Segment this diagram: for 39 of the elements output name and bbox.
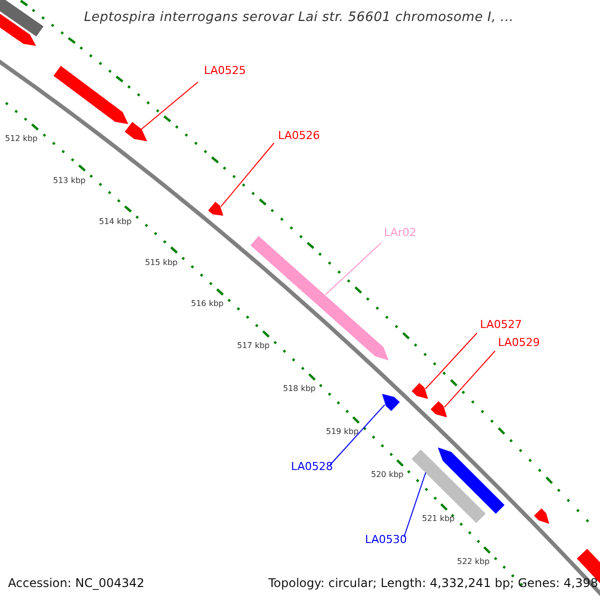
accession-text: Accession: NC_004342	[8, 575, 144, 592]
leader-line	[325, 242, 382, 296]
scale-label: 521 kbp	[422, 514, 455, 524]
gene-label: LA0525	[204, 64, 246, 78]
scale-label: 515 kbp	[145, 258, 178, 268]
scale-label: 520 kbp	[371, 470, 404, 480]
scale-label: 514 kbp	[99, 217, 132, 227]
gene-block	[430, 401, 447, 418]
leader-line	[425, 332, 478, 390]
gene-block	[382, 394, 400, 412]
gene-block	[54, 66, 128, 124]
gene-bar	[0, 0, 44, 36]
leader-line	[404, 472, 426, 538]
scale-label: 512 kbp	[5, 134, 38, 144]
summary-text: Topology: circular; Length: 4,332,241 bp; Genes: 4,398	[268, 575, 598, 592]
scale-label: 518 kbp	[283, 384, 316, 394]
scale-label: 513 kbp	[53, 176, 86, 186]
gene-label: LA0527	[480, 318, 522, 332]
leader-line	[140, 82, 198, 130]
title: Leptospira interrogans serovar Lai str. 56601 chromosome I, ...	[84, 9, 514, 27]
gene-block	[412, 382, 428, 399]
gene-block	[250, 236, 388, 360]
gene-block	[124, 122, 148, 142]
gene-label: LAr02	[384, 226, 416, 240]
gene-block	[438, 448, 505, 514]
scale-label: 519 kbp	[326, 427, 359, 437]
gene-block	[534, 508, 550, 524]
leader-line	[330, 404, 386, 466]
gene-label: LA0530	[365, 533, 407, 547]
gene-bar	[412, 449, 486, 524]
leader-line	[444, 350, 496, 408]
leader-line	[220, 142, 274, 208]
scale-label: 517 kbp	[237, 341, 270, 351]
scale-label: 522 kbp	[457, 557, 490, 567]
gene-label: LA0526	[278, 129, 320, 143]
gene-block	[208, 202, 224, 216]
scale-label: 516 kbp	[191, 299, 224, 309]
gene-label: LA0529	[498, 336, 540, 350]
gene-label: LA0528	[291, 460, 333, 474]
